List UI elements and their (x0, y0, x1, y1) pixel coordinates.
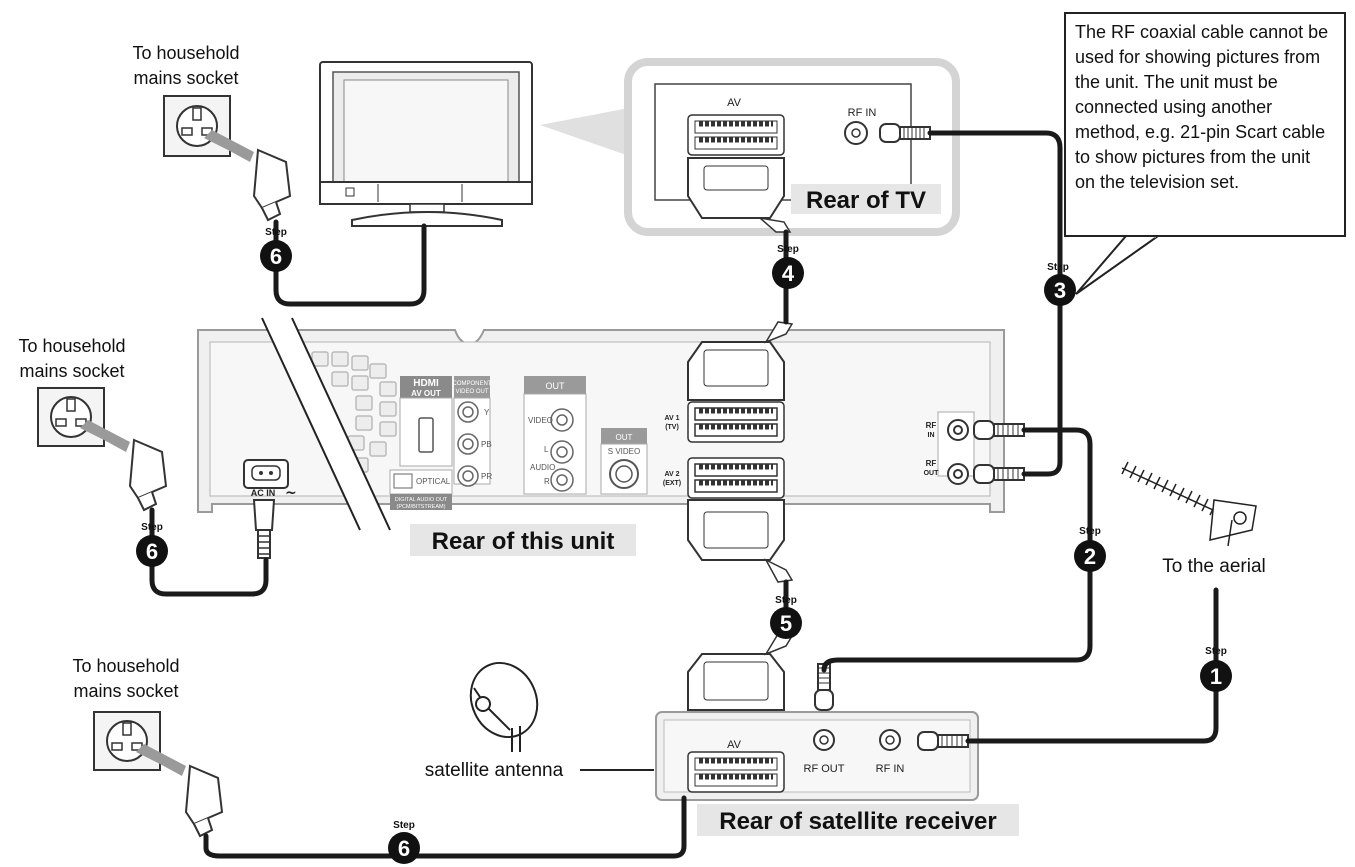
satellite-receiver-panel: AV RF OUT RF IN Rear of satellite receiv… (655, 633, 1019, 836)
mains-socket-icon (93, 711, 161, 771)
step-badge-3: Step 3 (1044, 262, 1076, 306)
mains-label-mid-1: To household (18, 336, 125, 356)
video-label: VIDEO (528, 416, 553, 425)
rear-sat-title: Rear of satellite receiver (719, 808, 997, 835)
mains-socket-icon (37, 387, 105, 447)
step-word: Step (265, 227, 287, 238)
step-badge-2: Step 2 (1074, 526, 1106, 572)
step-number: 6 (398, 836, 410, 861)
audio-label: AUDIO (530, 463, 555, 472)
rf-cable-note-text: The RF coaxial cable cannot be used for … (1075, 22, 1329, 192)
note-pointer (1075, 235, 1162, 295)
step-number: 2 (1084, 544, 1096, 569)
step-badge-1: Step 1 (1200, 646, 1232, 692)
step-badge-6-middle: Step 6 (136, 522, 168, 567)
component-label-1: COMPONENT (453, 381, 492, 387)
step-number: 6 (146, 539, 158, 564)
sat-av-label: AV (727, 739, 742, 751)
unit-rf-out-label-b: OUT (924, 470, 940, 477)
unit-rf-in-label-b: IN (928, 432, 935, 439)
tv-rear-panel: AV RF IN Rear of TV (624, 58, 960, 236)
audio-l-label: L (544, 445, 549, 454)
tv-rf-in-label: RF IN (848, 107, 877, 119)
svg-text:~: ~ (285, 485, 297, 501)
step-word: Step (393, 820, 415, 831)
s-video-label: S VIDEO (608, 447, 640, 456)
mains-plug-icon (128, 438, 168, 512)
step-badge-5: Step 5 (770, 595, 802, 639)
step-number: 3 (1054, 278, 1066, 303)
audio-r-label: R (544, 477, 550, 486)
mains-plug-icon (184, 764, 224, 838)
unit-rf-in-label-a: RF (926, 421, 937, 430)
av2-label: AV 2 (664, 471, 679, 478)
step-word: Step (775, 595, 797, 606)
av1-label: AV 1 (664, 415, 679, 422)
mains-label-bottom-2: mains socket (73, 681, 178, 701)
mains-label-top-1: To household (132, 43, 239, 63)
rear-tv-title: Rear of TV (806, 187, 926, 214)
ac-in-label: AC IN (251, 488, 276, 498)
aerial-label: To the aerial (1162, 556, 1266, 577)
pr-label: PR (481, 472, 492, 481)
step-word: Step (1047, 262, 1069, 273)
y-label: Y (484, 408, 490, 417)
out-label: OUT (546, 381, 566, 391)
scart-plug-av2 (687, 499, 794, 583)
step-word: Step (777, 244, 799, 255)
aerial-icon (1121, 461, 1257, 547)
step-badge-6-top: Step 6 (260, 227, 292, 272)
digital-label-1: DIGITAL AUDIO OUT (395, 497, 448, 503)
component-label-2: VIDEO OUT (455, 389, 488, 395)
rf-cable-note: The RF coaxial cable cannot be used for … (1064, 12, 1346, 237)
av-out-label: AV OUT (411, 389, 441, 398)
hdmi-label: HDMI (413, 378, 439, 389)
svideo-out-label: OUT (616, 433, 633, 442)
av1-tv-label: (TV) (665, 424, 679, 431)
step-number: 4 (782, 261, 795, 286)
rear-unit-title: Rear of this unit (432, 528, 615, 555)
mains-label-bottom-1: To household (72, 656, 179, 676)
unit-rf-out-label-a: RF (926, 459, 937, 468)
step-word: Step (1205, 646, 1227, 657)
mains-label-mid-2: mains socket (19, 361, 124, 381)
step-badge-4: Step 4 (772, 244, 804, 289)
step-word: Step (141, 522, 163, 533)
pb-label: PB (481, 440, 492, 449)
satellite-dish-icon (469, 662, 539, 752)
tv-av-label: AV (727, 97, 742, 109)
step-number: 5 (780, 611, 792, 636)
tv-front (319, 61, 533, 227)
unit-rear-panel: HDMI AV OUT COMPONENT VIDEO OUT Y PB PR … (197, 317, 1025, 559)
sat-rf-in-label: RF IN (876, 763, 905, 775)
step-number: 1 (1210, 664, 1222, 689)
satellite-antenna-label: satellite antenna (425, 760, 564, 781)
mains-socket-icon (163, 95, 231, 157)
mains-label-top-2: mains socket (133, 68, 238, 88)
mains-plug-icon (252, 148, 292, 222)
scart-plug-av1 (687, 321, 794, 401)
step-badge-6-bottom: Step 6 (388, 820, 420, 864)
digital-label-2: (PCM/BITSTREAM) (397, 504, 446, 510)
sat-rf-out-label: RF OUT (804, 763, 845, 775)
av2-ext-label: (EXT) (663, 480, 681, 487)
step-number: 6 (270, 244, 282, 269)
optical-label: OPTICAL (416, 477, 451, 486)
step-word: Step (1079, 526, 1101, 537)
